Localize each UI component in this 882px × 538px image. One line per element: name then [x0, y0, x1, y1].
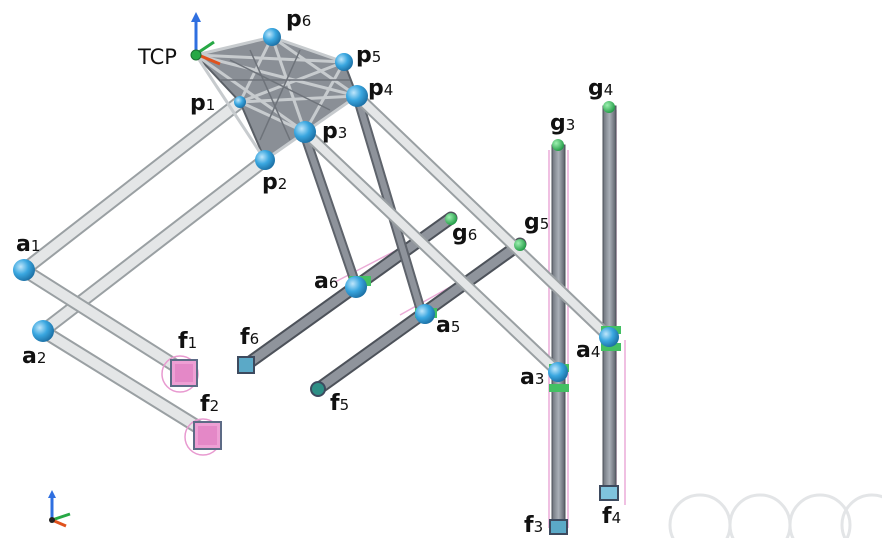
- label-p5: p5: [356, 43, 381, 68]
- label-a1: a1: [16, 232, 40, 257]
- watermark: [668, 493, 882, 538]
- label-f3: f3: [524, 513, 543, 538]
- label-g3: g3: [550, 111, 575, 136]
- joint-a3: [548, 362, 568, 382]
- tcp-point: [190, 49, 202, 61]
- rail-foot-f3: [549, 519, 568, 535]
- joint-p1: [234, 96, 246, 108]
- label-g6: g6: [452, 221, 477, 246]
- label-a2: a2: [22, 344, 46, 369]
- joint-p6: [263, 28, 281, 46]
- label-p1: p1: [190, 91, 215, 116]
- joint-a6: [345, 276, 367, 298]
- joint-a4: [599, 327, 619, 347]
- joint-p4: [346, 85, 368, 107]
- joint-g3: [552, 139, 564, 151]
- label-a5: a5: [436, 313, 460, 338]
- label-a3: a3: [520, 365, 544, 390]
- label-p6: p6: [286, 7, 311, 32]
- base-block-f1: [161, 355, 199, 393]
- joint-g5: [514, 239, 526, 251]
- label-g5: g5: [524, 210, 549, 235]
- label-a6: a6: [314, 269, 338, 294]
- links: [17, 90, 615, 439]
- label-tcp: TCP: [137, 45, 177, 69]
- joint-p5: [335, 53, 353, 71]
- label-f5: f5: [330, 391, 349, 416]
- label-g4: g4: [588, 76, 613, 101]
- label-p4: p4: [368, 76, 393, 101]
- rail-foot-f5: [310, 381, 326, 397]
- joint-g4: [603, 101, 615, 113]
- label-f2: f2: [200, 392, 219, 417]
- moving-platform: [194, 35, 359, 162]
- base-blocks: [161, 355, 619, 535]
- joint-p3: [294, 121, 316, 143]
- labels: TCP p6 p5 p4 p1 p3 p2 g4 g3 g5 g6 a1 a2 …: [16, 7, 621, 538]
- joint-a2: [32, 320, 54, 342]
- world-frame-icon: [48, 490, 71, 528]
- blue-joints: [13, 28, 619, 382]
- joint-a5: [415, 304, 435, 324]
- rail-4: [602, 105, 617, 497]
- joint-g6: [445, 213, 457, 225]
- tcp-frame: [190, 12, 221, 66]
- label-a4: a4: [576, 338, 600, 363]
- joint-a1: [13, 259, 35, 281]
- label-f6: f6: [240, 325, 259, 350]
- label-f1: f1: [178, 329, 197, 354]
- label-f4: f4: [602, 504, 621, 529]
- label-p3: p3: [322, 119, 347, 144]
- rail-foot-f4: [599, 485, 619, 501]
- rail-foot-f6: [237, 356, 255, 374]
- base-block-f2: [184, 418, 222, 456]
- joint-p2: [255, 150, 275, 170]
- rail-3: [551, 144, 566, 531]
- label-p2: p2: [262, 170, 287, 195]
